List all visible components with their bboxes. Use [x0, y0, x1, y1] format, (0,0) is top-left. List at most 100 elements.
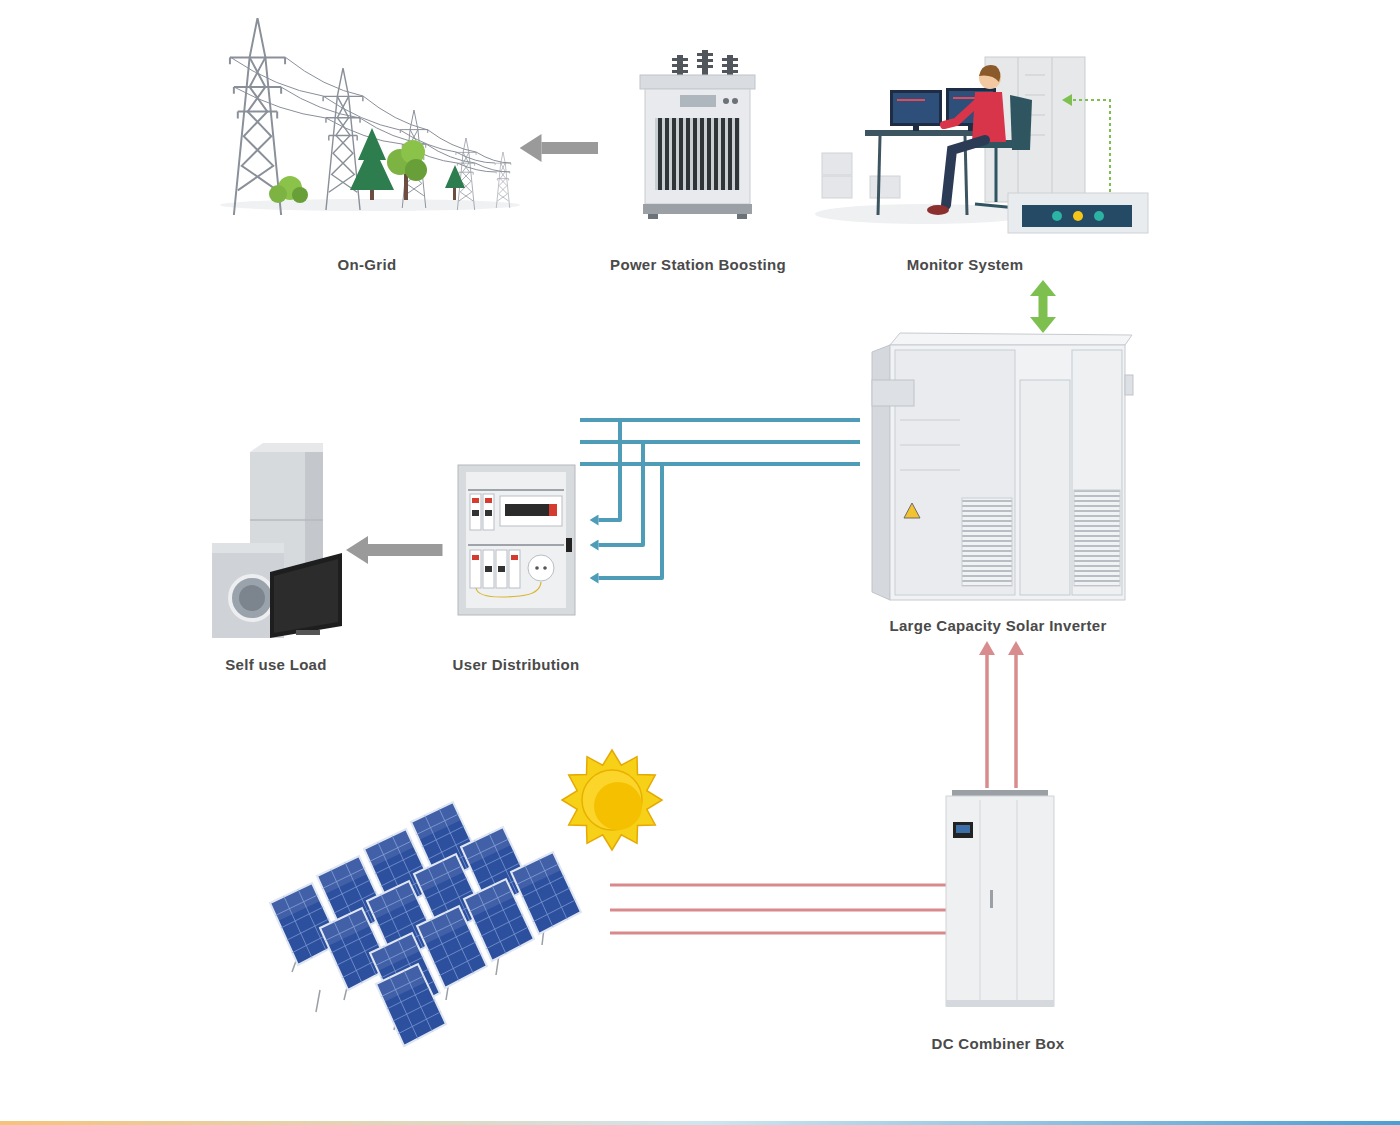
inverter-cabinet: [904, 503, 920, 518]
transformer: [722, 64, 738, 67]
component-label: On-Grid: [338, 256, 397, 274]
transformer: [722, 58, 738, 61]
combiner-cabinet: [946, 790, 1054, 1007]
monitoring-room: [865, 130, 980, 136]
transformer: [732, 98, 738, 104]
distribution-board: [509, 550, 520, 588]
component-node: Power Station Boosting: [598, 40, 798, 280]
monitoring-room: [995, 148, 998, 202]
component-label: Large Capacity Solar Inverter: [889, 617, 1106, 635]
household-appliances: [274, 559, 338, 633]
power-pylons: [495, 152, 511, 208]
inverter-cabinet: [1125, 375, 1133, 395]
flow-connector: [1039, 296, 1048, 317]
distribution-board: [485, 498, 492, 503]
distribution-board: [483, 550, 494, 588]
transformer: [643, 204, 752, 214]
combiner-cabinet: [956, 825, 970, 833]
ac-bus-stubs: [580, 418, 621, 422]
trees: [292, 187, 308, 203]
ac-bus-stubs: [580, 440, 644, 444]
monitoring-room: [1073, 211, 1083, 221]
flow-connector: [599, 442, 861, 545]
monitoring-room: [890, 90, 942, 126]
flow-connector: [599, 420, 861, 520]
component-label: Self use Load: [225, 656, 326, 674]
power-pylons: [220, 18, 520, 215]
component-node: Large Capacity Solar Inverter: [860, 333, 1136, 641]
component-label: Monitor System: [907, 256, 1024, 274]
household-appliances: [212, 443, 342, 638]
distribution-board: [470, 494, 481, 530]
monitoring-room: [946, 140, 985, 205]
sun: [562, 750, 662, 850]
component-node: On-Grid: [215, 15, 520, 280]
inverter-cabinet: [1074, 490, 1120, 586]
inverter-cabinet: [890, 345, 1125, 600]
monitoring-room: [927, 205, 949, 215]
sun: [562, 750, 662, 850]
trees: [269, 185, 287, 203]
dc-string-wires: [610, 909, 946, 912]
flow-connector: [1014, 655, 1018, 788]
transformer: [697, 65, 713, 68]
distribution-board: [496, 550, 507, 588]
household-appliances: [239, 585, 265, 611]
transformer: [697, 59, 713, 62]
monitoring-room: [1025, 75, 1045, 76]
monitoring-room: [1052, 211, 1062, 221]
distribution-board: [528, 555, 554, 581]
distribution-board: [483, 494, 494, 530]
monitoring-room: [870, 176, 900, 198]
connectors: [368, 148, 1043, 788]
inverter-cabinet: [872, 333, 1133, 600]
distribution-board: [485, 510, 492, 516]
distribution-board: [458, 465, 575, 615]
component-node: DC Combiner Box: [922, 788, 1075, 1059]
trees: [269, 128, 465, 203]
component-node: Monitor System: [815, 55, 1115, 280]
distribution-board: [472, 510, 479, 516]
distribution-board: [543, 566, 547, 570]
transformer: [640, 50, 755, 219]
monitoring-room: [1008, 193, 1148, 233]
component-label: Power Station Boosting: [610, 256, 786, 274]
combiner-cabinet: [980, 800, 981, 1000]
monitoring-room: [815, 204, 1035, 224]
distribution-board: [485, 566, 492, 572]
distribution-board: [566, 538, 572, 552]
combiner-cabinet: [946, 1000, 1054, 1007]
household-appliances: [230, 576, 274, 620]
distribution-board: [511, 555, 518, 560]
combiner-cabinet: [1017, 800, 1018, 1000]
solar-panels: [270, 802, 581, 1046]
inverter-cabinet: [1020, 380, 1070, 595]
distribution-board: [468, 489, 564, 491]
distribution-board: [505, 504, 549, 516]
transformer: [640, 75, 755, 89]
transformer: [672, 64, 688, 67]
transformer: [737, 214, 747, 219]
monitoring-room: [878, 136, 880, 215]
transformer: [680, 95, 716, 107]
distribution-board: [472, 555, 479, 560]
distribution-board: [472, 498, 479, 503]
household-appliances: [212, 543, 284, 553]
monitoring-room: [979, 65, 1000, 82]
trees: [453, 188, 456, 200]
distribution-board: [458, 465, 575, 615]
inverter-cabinet: [900, 420, 960, 470]
sun: [582, 770, 642, 830]
distribution-board: [500, 496, 562, 526]
monitoring-room: [1094, 211, 1104, 221]
inverter-cabinet: [872, 380, 914, 406]
solar-panels: [376, 964, 446, 1046]
combiner-cabinet: [953, 822, 973, 838]
flow-connector: [542, 142, 599, 154]
distribution-board: [498, 566, 505, 572]
trees: [405, 159, 427, 181]
transformer: [697, 53, 713, 56]
dc-string-wires: [610, 884, 946, 887]
